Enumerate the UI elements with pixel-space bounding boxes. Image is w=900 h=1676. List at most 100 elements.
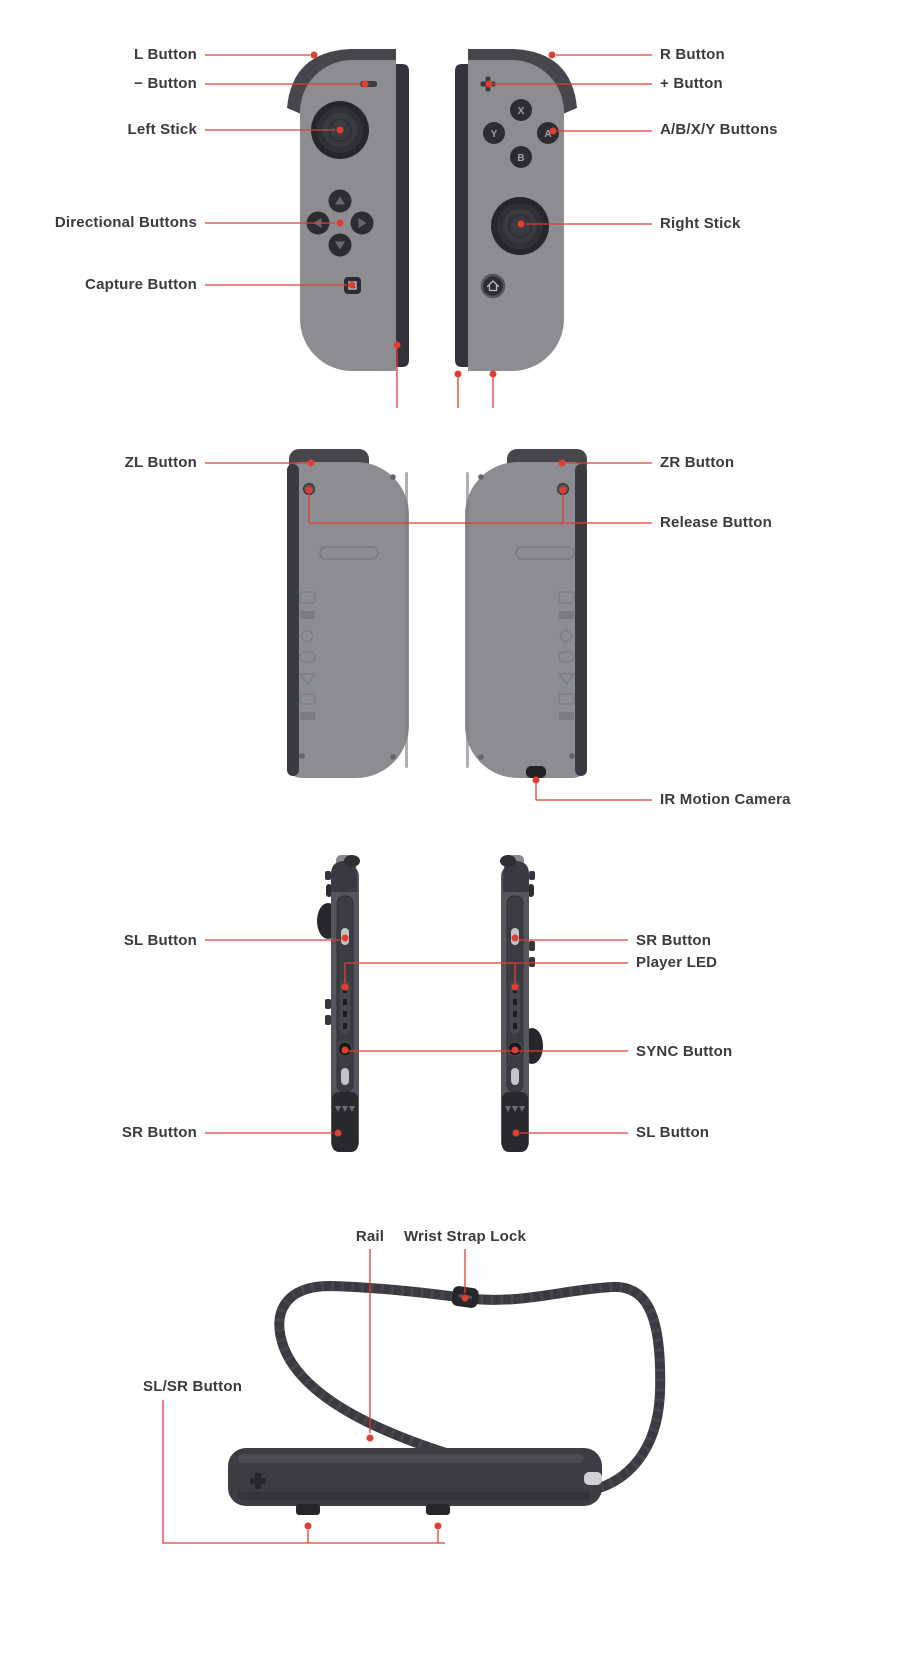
shoulder-hump <box>503 860 529 892</box>
zr-button-silhouette <box>528 884 534 897</box>
rail-chevron-icon <box>342 1106 348 1112</box>
screw-icon <box>299 753 305 759</box>
strap-bar-bottom-shade <box>238 1492 590 1500</box>
strap-view <box>228 1280 666 1515</box>
player-led-4 <box>343 1023 347 1029</box>
left-joycon-back <box>287 449 409 778</box>
b-button-label: B <box>517 153 524 164</box>
rail-hook-left <box>332 1092 358 1152</box>
left-joycon-side <box>317 855 360 1152</box>
label-capture-button: Capture Button <box>85 276 197 293</box>
right-joycon-side <box>500 855 543 1152</box>
label-rail: Rail <box>355 1228 385 1245</box>
label-plus-button: + Button <box>660 75 723 92</box>
rail-chevron-icon <box>512 1106 518 1112</box>
sr-button-rail-left <box>341 1068 349 1085</box>
a-button-label: A <box>544 129 551 140</box>
strap-sl-sr-button <box>296 1504 320 1515</box>
left-back-body <box>287 462 409 778</box>
home-button <box>480 273 506 299</box>
abxy-silhouette <box>529 941 535 951</box>
etched-logo-capsule <box>515 546 575 560</box>
player-led-2 <box>343 999 347 1005</box>
left-back-inner-shade <box>405 472 408 768</box>
player-led-3 <box>513 1011 517 1017</box>
wrist-strap-cord <box>274 1280 666 1495</box>
cord-anchor-nub <box>584 1472 602 1485</box>
label-zl-button: ZL Button <box>124 454 197 471</box>
label-player-led: Player LED <box>636 954 718 971</box>
right-joycon-back <box>465 449 587 778</box>
label-abxy-buttons: A/B/X/Y Buttons <box>660 121 778 138</box>
rail-chevron-icon <box>335 1106 341 1112</box>
label-sr-button-left: SR Button <box>121 1124 197 1141</box>
dpad-down-arrow-icon <box>335 241 345 250</box>
y-button <box>483 122 505 144</box>
label-ir-motion-camera: IR Motion Camera <box>660 791 791 808</box>
player-led-4 <box>513 1023 517 1029</box>
label-left-stick: Left Stick <box>127 121 197 138</box>
rail-chevron-icon <box>519 1106 525 1112</box>
b-button <box>510 146 532 168</box>
screw-icon <box>390 474 396 480</box>
player-led-recess <box>510 980 520 1034</box>
dpad-right-arrow-icon <box>358 218 367 228</box>
dpad-silhouette <box>325 999 331 1009</box>
dpad-silhouette <box>325 1015 331 1025</box>
label-right-stick: Right Stick <box>660 215 741 232</box>
label-wrist-strap-lock: Wrist Strap Lock <box>403 1228 527 1245</box>
abxy-buttons: X Y A B <box>483 99 559 168</box>
shoulder-hump <box>331 860 357 892</box>
label-zr-button: ZR Button <box>660 454 735 471</box>
x-button <box>510 99 532 121</box>
regulatory-etchings <box>298 591 317 720</box>
label-minus-button: − Button <box>134 75 197 92</box>
label-r-button: R Button <box>660 46 725 63</box>
side-view <box>317 855 543 1152</box>
regulatory-etchings <box>557 591 576 720</box>
minus-button-silhouette <box>325 871 331 880</box>
directional-buttons <box>306 189 374 257</box>
plus-button-silhouette <box>529 871 535 880</box>
label-release-button: Release Button <box>660 514 772 531</box>
leader-lines <box>162 51 652 1544</box>
screw-icon <box>390 754 396 760</box>
label-sl-sr-button: SL/SR Button <box>143 1378 243 1395</box>
label-directional-buttons: Directional Buttons <box>54 214 197 231</box>
right-back-inner-shade <box>466 472 469 768</box>
right-back-rail <box>575 464 587 776</box>
right-rail-edge <box>455 64 468 367</box>
right-back-body <box>465 462 587 778</box>
a-button <box>537 122 559 144</box>
right-joycon-front: X Y A B <box>455 49 577 371</box>
label-sync-button: SYNC Button <box>636 1043 733 1060</box>
left-back-rail <box>287 464 299 776</box>
strap-sl-sr-button <box>426 1504 450 1515</box>
back-view <box>287 449 587 778</box>
ir-motion-camera-window <box>526 766 546 778</box>
rail-chevron-icon <box>505 1106 511 1112</box>
abxy-silhouette <box>529 957 535 967</box>
screw-icon <box>478 754 484 760</box>
player-led-3 <box>343 1011 347 1017</box>
shoulder-tip <box>344 855 360 867</box>
y-button-label: Y <box>491 129 498 140</box>
strap-bar-top-bevel <box>238 1454 584 1463</box>
left-joycon-front <box>287 49 409 371</box>
shoulder-tip <box>500 855 516 867</box>
sl-button-rail-right <box>511 1068 519 1085</box>
label-l-button: L Button <box>134 46 197 63</box>
left-rail-edge <box>396 64 409 367</box>
player-led-recess <box>340 980 350 1034</box>
x-button-label: X <box>518 106 525 117</box>
rail-hook-right <box>502 1092 528 1152</box>
etched-logo-capsule <box>319 546 379 560</box>
rail-chevron-icon <box>349 1106 355 1112</box>
label-sl-button-right: SL Button <box>636 1124 710 1141</box>
label-sl-button-left: SL Button <box>123 932 197 949</box>
player-led-2 <box>513 999 517 1005</box>
dpad-up-arrow-icon <box>335 196 345 205</box>
strap-plus-mark <box>250 1473 266 1489</box>
